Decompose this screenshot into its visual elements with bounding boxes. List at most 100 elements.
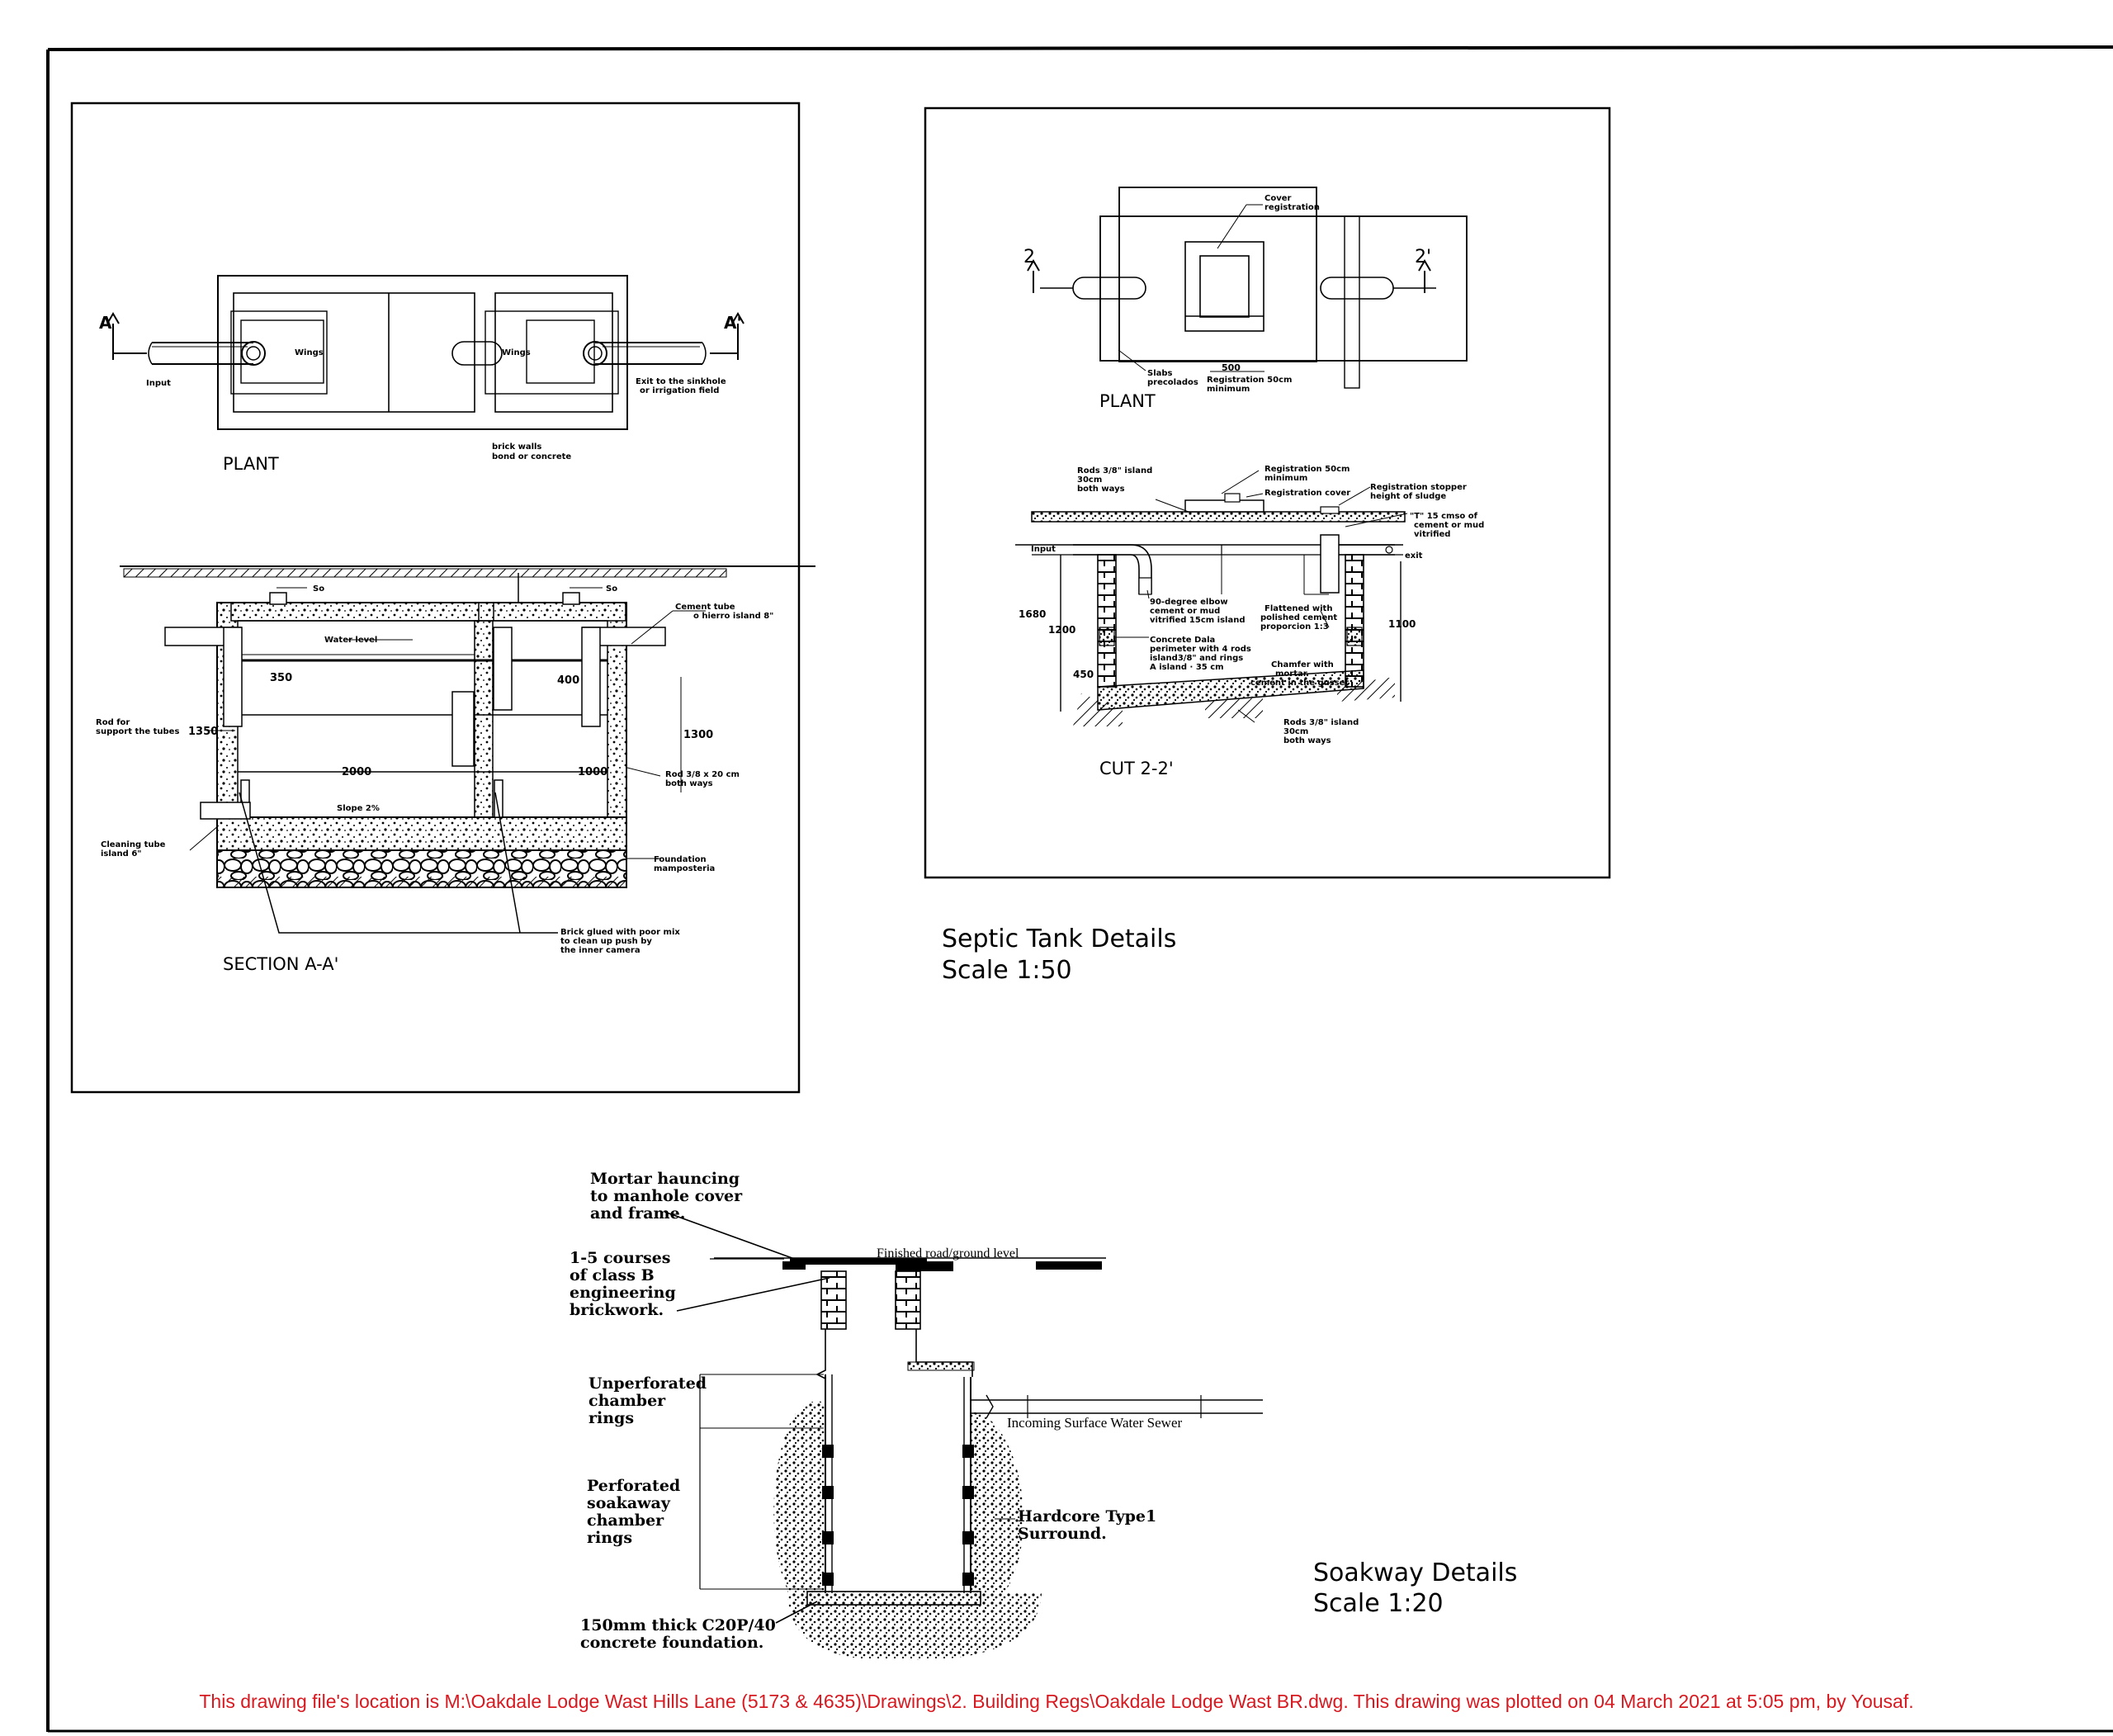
dim-1300: 1300 <box>683 729 713 741</box>
t15-label-3: vitrified <box>1414 530 1450 539</box>
unperf-label-1: Unperforated <box>589 1374 707 1393</box>
cement-tube-label-2: o hierro island 8" <box>693 612 773 621</box>
cover-reg-label-2: registration <box>1264 203 1320 212</box>
dim-1200: 1200 <box>1048 624 1075 636</box>
sheet-border <box>46 45 2113 1733</box>
dala-label-3: island3/8" and rings <box>1150 654 1243 663</box>
t15-label-2: cement or mud <box>1414 521 1484 530</box>
hardcore-label-2: Surround. <box>1018 1525 1107 1543</box>
marker-2-prime: 2' <box>1415 247 1431 267</box>
perf-label-4: rings <box>587 1529 632 1547</box>
cut-title: CUT 2-2' <box>1099 759 1174 778</box>
septic-plant-section-panel: A A' Input Wings Wings Exit to the sinkh… <box>70 102 815 1094</box>
rod-support-label-1: Rod for <box>96 718 130 727</box>
concrete-label-1: 150mm thick C20P/40 <box>580 1616 776 1634</box>
chamfer-label-1: Chamfer with <box>1271 660 1334 669</box>
dim-1100: 1100 <box>1388 618 1416 630</box>
rods-top-label-2: 30cm <box>1077 475 1102 485</box>
cut-reg50-label-2: minimum <box>1264 474 1307 483</box>
flattened-label-1: Flattened with <box>1264 604 1332 613</box>
courses-label-3: engineering <box>570 1284 676 1302</box>
foundation-label-2: mamposteria <box>654 864 715 873</box>
wings-label-1: Wings <box>295 348 324 357</box>
reg50-label-2: minimum <box>1207 385 1250 394</box>
elbow-label-2: cement or mud <box>1150 607 1220 616</box>
perf-label-2: soakaway <box>587 1494 671 1512</box>
chamfer-label-3: cement in the gusset <box>1250 679 1349 688</box>
unperf-label-3: rings <box>589 1409 634 1427</box>
section-marker-a-prime: A' <box>724 313 742 333</box>
mortar-label-2: to manhole cover <box>590 1187 743 1205</box>
slope-label: Slope 2% <box>337 804 380 813</box>
plant-title: PLANT <box>223 454 279 474</box>
dala-label-2: perimeter with 4 rods <box>1150 645 1251 654</box>
brick-glued-label-1: Brick glued with poor mix <box>560 928 680 937</box>
reg-cover-label: Registration cover <box>1264 489 1350 498</box>
dim-500: 500 <box>1222 362 1241 373</box>
exit-label-1: Exit to the sinkhole <box>636 377 726 386</box>
so-label-1: So <box>313 584 324 594</box>
section-marker-a: A <box>99 313 112 333</box>
dim-1350: 1350 <box>188 726 218 738</box>
mortar-label-3: and frame. <box>590 1204 685 1223</box>
dim-400: 400 <box>557 674 579 687</box>
perf-label-3: chamber <box>587 1511 664 1530</box>
cleaning-tube-label-2: island 6" <box>101 849 141 859</box>
dim-1680: 1680 <box>1019 608 1046 620</box>
foundation-label-1: Foundation <box>654 855 707 864</box>
walls-label-2: bond or concrete <box>492 452 571 461</box>
brick-glued-label-3: the inner camera <box>560 946 641 955</box>
exit-label-2: or irrigation field <box>640 386 719 395</box>
reg50-label-1: Registration 50cm <box>1207 376 1292 385</box>
dim-450: 450 <box>1073 669 1094 680</box>
septic-tank-details-label: Septic Tank Details <box>942 925 1176 953</box>
cement-tube-label-1: Cement tube <box>675 603 735 612</box>
cut-reg50-label-1: Registration 50cm <box>1264 465 1350 474</box>
dala-label-4: A island · 35 cm <box>1150 663 1224 672</box>
soakaway-detail: Mortar hauncing to manhole cover and fra… <box>570 1170 1517 1660</box>
courses-label-2: of class B <box>570 1266 655 1284</box>
slabs-label-1: Slabs <box>1147 369 1173 378</box>
cover-reg-label-1: Cover <box>1264 194 1292 203</box>
dim-350: 350 <box>270 672 292 684</box>
rods-top-label-3: both ways <box>1077 485 1125 494</box>
dim-2000: 2000 <box>342 766 371 778</box>
plot-info-footer: This drawing file's location is M:\Oakda… <box>199 1691 1914 1712</box>
sewer-label: Incoming Surface Water Sewer <box>1007 1415 1182 1431</box>
septic-cut-panel: 2 2' Cover registration Slabs precolados… <box>924 106 1611 985</box>
soakway-scale-label: Scale 1:20 <box>1313 1589 1444 1618</box>
dala-label-1: Concrete Dala <box>1150 636 1215 645</box>
reg-stopper-label-2: height of sludge <box>1370 492 1446 501</box>
mortar-label-1: Mortar hauncing <box>590 1170 740 1188</box>
rods-bottom-label-3: both ways <box>1283 736 1331 745</box>
septic-scale-label: Scale 1:50 <box>942 956 1072 985</box>
section-a-a-view: So So Cement tube o hierro island 8" Wat… <box>96 565 815 974</box>
marker-2: 2 <box>1023 247 1035 267</box>
rod38-label-1: Rod 3/8 x 20 cm <box>665 770 740 779</box>
plant-2-title: PLANT <box>1099 391 1156 411</box>
so-label-2: So <box>606 584 617 594</box>
rods-bottom-label-1: Rods 3/8" island <box>1283 718 1359 727</box>
section-a-title: SECTION A-A' <box>223 954 338 974</box>
concrete-label-2: concrete foundation. <box>580 1634 763 1652</box>
unperf-label-2: chamber <box>589 1392 666 1410</box>
rod38-label-2: both ways <box>665 779 713 788</box>
plant-view-2: 2 2' Cover registration Slabs precolados… <box>1023 187 1468 411</box>
water-level-label: Water level <box>324 636 377 645</box>
elbow-label-1: 90-degree elbow <box>1150 598 1228 607</box>
walls-label-1: brick walls <box>492 442 541 452</box>
plant-view-a: A A' Input Wings Wings Exit to the sinkh… <box>99 275 745 474</box>
brick-glued-label-2: to clean up push by <box>560 937 652 946</box>
cut-2-2-view: Rods 3/8" island 30cm both ways Registra… <box>1015 465 1484 778</box>
reg-stopper-label-1: Registration stopper <box>1370 483 1467 492</box>
input-label: Input <box>146 379 171 388</box>
perf-label-1: Perforated <box>587 1477 680 1495</box>
road-level-label: Finished road/ground level <box>877 1246 1019 1261</box>
rods-top-label-1: Rods 3/8" island <box>1077 466 1152 475</box>
cut-input-label: Input <box>1031 545 1056 554</box>
slabs-label-2: precolados <box>1147 378 1198 387</box>
cleaning-tube-label-1: Cleaning tube <box>101 840 166 849</box>
cut-exit-label: exit <box>1405 551 1423 561</box>
elbow-label-3: vitrified 15cm island <box>1150 616 1246 625</box>
